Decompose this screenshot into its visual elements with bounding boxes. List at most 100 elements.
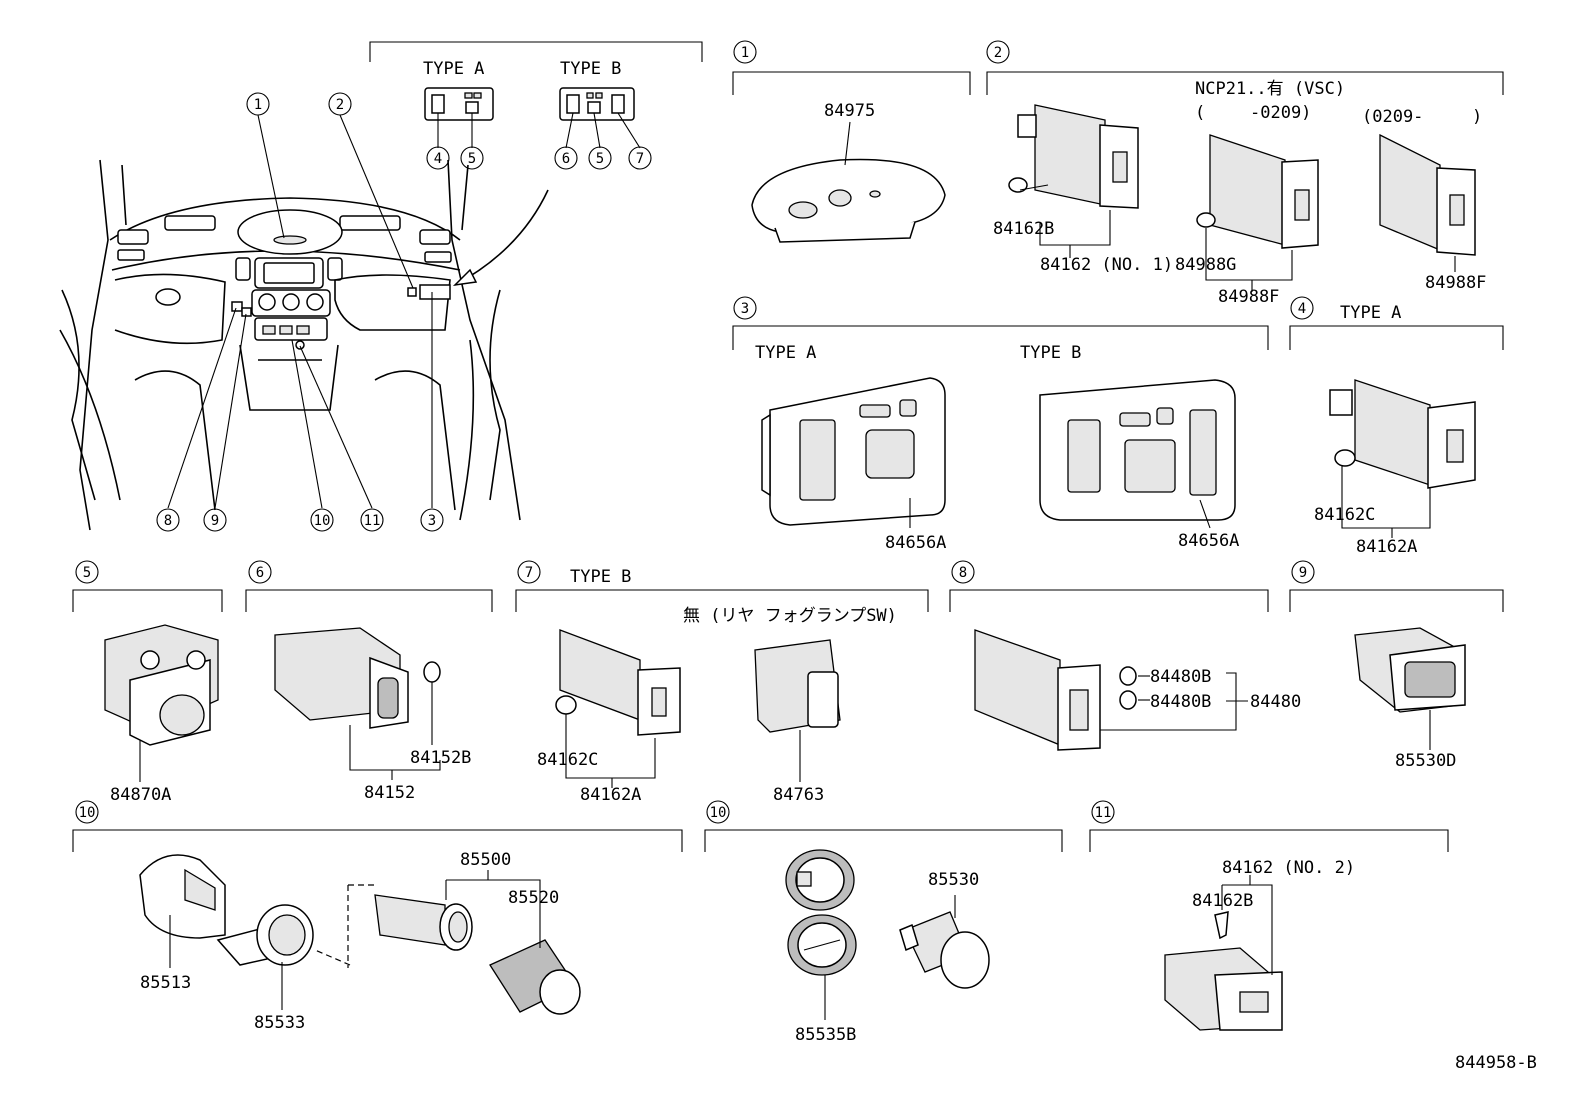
section-number-sec2-text: 2 [994, 45, 1002, 61]
section-number-sec2: 2 [986, 40, 1010, 64]
sec2-range2: (0209- [1362, 107, 1423, 127]
figure-id: 844958-B [1455, 1053, 1537, 1073]
part-84763: 84763 [773, 785, 824, 805]
sec3-type-a: TYPE A [755, 343, 816, 363]
sec2-range1: -0209) [1250, 103, 1311, 123]
section-number-sec7-text: 7 [525, 565, 533, 581]
part-84988f-a: 84988F [1218, 287, 1279, 307]
section-9: 85530D [1289, 589, 1504, 771]
section-number-sec1-text: 1 [741, 45, 749, 61]
section-11: 84162 (NO. 2) 84162B [1089, 829, 1449, 1031]
callout-2-text: 2 [336, 97, 344, 113]
part-85530: 85530 [928, 870, 979, 890]
part-84162b-11: 84162B [1192, 891, 1253, 911]
sec7-note: 無 (リヤ フォグランプSW) [683, 606, 897, 626]
section-number-sec1: 1 [733, 40, 757, 64]
part-84162a-7: 84162A [580, 785, 641, 805]
part-85520: 85520 [508, 888, 559, 908]
section-number-sec6: 6 [248, 560, 272, 584]
section-number-sec3: 3 [733, 296, 757, 320]
part-85535b: 85535B [795, 1025, 856, 1045]
part-84162-no1: 84162 (NO. 1) [1040, 255, 1173, 275]
section-number-sec10b: 10 [706, 800, 730, 824]
section-7: TYPE B 無 (リヤ フォグランプSW) 84162C 84162A 847… [515, 567, 929, 805]
part-84162a: 84162A [1356, 537, 1417, 557]
section-10a: 85513 85533 85500 85520 [72, 829, 683, 1033]
callout-1: 1 [246, 92, 270, 116]
section-number-sec11-text: 11 [1095, 805, 1112, 821]
section-6: 84152B 84152 [245, 589, 493, 803]
callout-9: 9 [203, 508, 227, 532]
part-84162b: 84162B [993, 219, 1054, 239]
section-number-sec11: 11 [1091, 800, 1115, 824]
section-number-sec5-text: 5 [83, 565, 91, 581]
callout-10: 10 [310, 508, 334, 532]
type-callout-3-text: 5 [596, 151, 604, 167]
callout-9-text: 9 [211, 513, 219, 529]
part-84988g: 84988G [1175, 255, 1236, 275]
section-number-sec4-text: 4 [1298, 301, 1306, 317]
callout-11-text: 11 [364, 513, 381, 529]
part-84656a-b: 84656A [1178, 531, 1239, 551]
section-number-sec10b-text: 10 [710, 805, 727, 821]
type-callout-3: 5 [588, 146, 612, 170]
part-85500: 85500 [460, 850, 511, 870]
section-number-sec9-text: 9 [1299, 565, 1307, 581]
callout-2: 2 [328, 92, 352, 116]
section-number-sec4: 4 [1290, 296, 1314, 320]
section-4: TYPE A 84162C 84162A [1289, 303, 1504, 557]
part-84162-no2: 84162 (NO. 2) [1222, 858, 1355, 878]
type-callout-2: 6 [554, 146, 578, 170]
section-number-sec9: 9 [1291, 560, 1315, 584]
type-callout-4: 7 [628, 146, 652, 170]
sec4-type: TYPE A [1340, 303, 1401, 323]
type-callout-0: 4 [426, 146, 450, 170]
callout-8-text: 8 [164, 513, 172, 529]
sec7-type: TYPE B [570, 567, 631, 587]
type-callout-2-text: 6 [562, 151, 570, 167]
part-85513: 85513 [140, 973, 191, 993]
callout-3-text: 3 [428, 513, 436, 529]
part-85533: 85533 [254, 1013, 305, 1033]
part-84870a: 84870A [110, 785, 171, 805]
part-84152b: 84152B [410, 748, 471, 768]
type-callout-0-text: 4 [434, 151, 442, 167]
type-callout-1: 5 [460, 146, 484, 170]
type-b-label: TYPE B [560, 59, 621, 79]
section-number-sec6-text: 6 [256, 565, 264, 581]
callout-3: 3 [420, 508, 444, 532]
section-10b: 85530 85535B [704, 829, 1063, 1045]
callout-8: 8 [156, 508, 180, 532]
section-2: NCP21..有 (VSC) ( -0209) (0209- ) 84162B … [986, 71, 1504, 307]
section-1: 84975 [732, 71, 971, 243]
part-84975: 84975 [824, 101, 875, 121]
section-number-sec10a-text: 10 [79, 805, 96, 821]
section-number-sec3-text: 3 [741, 301, 749, 317]
part-84480b-b: 84480B [1150, 692, 1211, 712]
section-number-sec7: 7 [517, 560, 541, 584]
dashboard-callouts: 1 2 3 8 9 10 11 4 5 6 5 7 [156, 92, 652, 532]
part-84152: 84152 [364, 783, 415, 803]
part-84162c-7: 84162C [537, 750, 598, 770]
part-84988f-b: 84988F [1425, 273, 1486, 293]
dashboard-overview: TYPE A TYPE B [59, 41, 703, 531]
callout-11: 11 [360, 508, 384, 532]
part-84480b-a: 84480B [1150, 667, 1211, 687]
part-84656a-a: 84656A [885, 533, 946, 553]
section-5: 84870A [72, 589, 223, 805]
sec2-range2-close: ) [1472, 107, 1482, 127]
section-number-sec5: 5 [75, 560, 99, 584]
section-number-sec8-text: 8 [959, 565, 967, 581]
section-3: TYPE A TYPE B 84656A 84656A [732, 325, 1269, 553]
sec2-note: NCP21..有 (VSC) [1195, 79, 1345, 99]
callout-1-text: 1 [254, 97, 262, 113]
part-84480: 84480 [1250, 692, 1301, 712]
part-85530d: 85530D [1395, 751, 1456, 771]
section-number-sec10a: 10 [75, 800, 99, 824]
callout-10-text: 10 [314, 513, 331, 529]
type-callout-1-text: 5 [468, 151, 476, 167]
section-number-circles: 1 2 3 4 5 6 7 8 9 10 10 11 [75, 40, 1315, 824]
type-a-label: TYPE A [423, 59, 484, 79]
sec2-range1-open: ( [1195, 103, 1205, 123]
